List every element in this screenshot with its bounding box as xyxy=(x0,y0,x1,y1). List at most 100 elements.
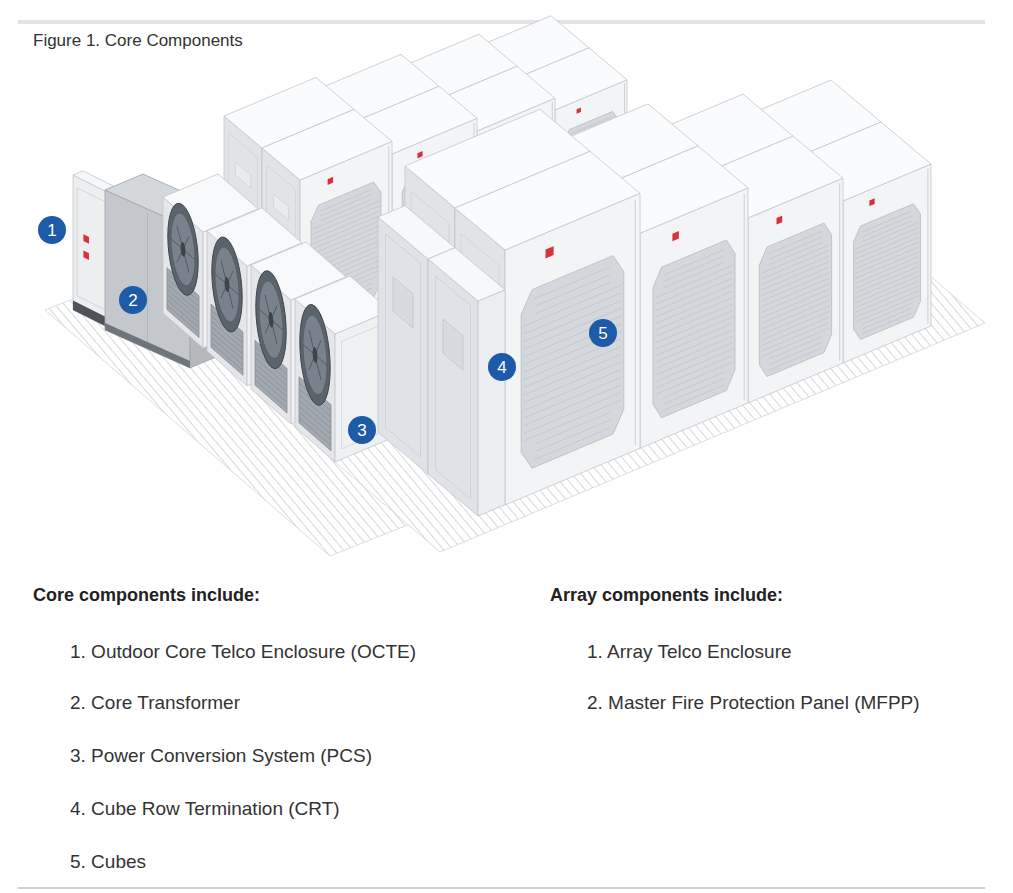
grille-slat xyxy=(664,262,724,287)
grille-slat xyxy=(769,237,822,259)
pcs-fan-hub xyxy=(313,345,318,365)
pcs-fan xyxy=(259,272,283,367)
grille-slat xyxy=(655,278,733,311)
pcs-unit-front-detail xyxy=(342,324,384,449)
row-termination-cabinet-top xyxy=(378,206,455,259)
grille-slat xyxy=(524,377,621,418)
grille-slat xyxy=(761,250,829,279)
enclosure-light xyxy=(83,250,89,260)
grille-slat xyxy=(855,257,918,284)
row-termination-cabinet-top xyxy=(428,248,505,301)
grille-slat xyxy=(761,295,829,324)
row-termination-cabinet-side xyxy=(428,259,478,516)
grille-slat xyxy=(769,337,822,359)
cube-enclosure-top xyxy=(262,109,392,180)
grille-slat xyxy=(855,228,918,255)
pcs-grille-slat xyxy=(256,375,286,402)
grille-slat xyxy=(535,428,611,460)
cube-enclosure-top xyxy=(455,151,640,250)
pcs-fan-hub xyxy=(181,240,186,258)
status-light xyxy=(777,216,783,225)
row-termination-cabinet-side-detail xyxy=(386,234,421,457)
callout-label: 5 xyxy=(598,325,607,342)
callout-number: 4 xyxy=(488,353,516,381)
cube-grille xyxy=(521,251,624,473)
grille-slat xyxy=(524,308,621,349)
callout-number: 1 xyxy=(38,216,66,244)
list-item: 2. Master Fire Protection Panel (MFPP) xyxy=(587,692,920,714)
pcs-grille-slat xyxy=(300,413,330,440)
status-light xyxy=(546,246,554,258)
pcs-grille-slat xyxy=(212,338,242,365)
transformer-seam xyxy=(147,213,148,342)
status-light xyxy=(577,107,581,113)
row-termination-cabinet-side-detail xyxy=(436,276,471,499)
grille-slat xyxy=(320,194,372,216)
grille-slat xyxy=(524,392,621,433)
pcs-grille-slat xyxy=(168,295,198,322)
pcs-grille-slat xyxy=(256,381,286,408)
side-rail xyxy=(635,200,636,445)
cabinet-door xyxy=(386,234,421,457)
grille-slat xyxy=(855,271,918,298)
side-vent xyxy=(235,162,250,188)
grille-slat xyxy=(855,296,918,323)
grille-slat xyxy=(524,400,621,441)
grille-slat xyxy=(655,343,733,376)
list-item: 4. Cube Row Termination (CRT) xyxy=(70,798,340,820)
grille-slat xyxy=(855,286,918,313)
grille-slat xyxy=(524,385,621,426)
list-item: 3. Power Conversion System (PCS) xyxy=(70,745,372,767)
list-item: 1. Outdoor Core Telco Enclosure (OCTE) xyxy=(70,641,416,663)
status-light xyxy=(328,177,334,185)
grille-slat xyxy=(761,261,829,290)
cube-grille xyxy=(854,201,921,342)
cube-enclosure-front xyxy=(640,188,748,448)
callout-label: 2 xyxy=(128,292,137,309)
grille-slat xyxy=(655,285,733,318)
grille-slat xyxy=(855,223,918,250)
grille-slat xyxy=(524,370,621,411)
grille-slat xyxy=(664,379,724,404)
pcs-grille-slat xyxy=(300,407,330,434)
grille-slat xyxy=(524,354,621,395)
grille-slat xyxy=(655,336,733,369)
grille-slat xyxy=(664,250,724,275)
pcs-grille-slat xyxy=(212,343,242,370)
grille-slat xyxy=(655,317,733,350)
cube-enclosure-front-detail xyxy=(854,169,928,356)
grille-slat xyxy=(769,342,822,364)
cabinet-door xyxy=(436,276,471,499)
grille-slat xyxy=(855,266,918,293)
list-item: 1. Array Telco Enclosure xyxy=(587,641,792,663)
pcs-unit-side-detail xyxy=(299,292,331,451)
callout-number: 2 xyxy=(119,286,147,314)
pcs-grille-slat xyxy=(256,364,286,391)
pcs-unit-side-detail xyxy=(211,225,243,375)
list-item: 2. Core Transformer xyxy=(70,692,240,714)
grille-slat xyxy=(855,252,918,279)
grille-slat xyxy=(655,323,733,356)
grille-slat xyxy=(761,311,829,340)
grille-slat xyxy=(320,199,372,221)
grille-slat xyxy=(855,247,918,274)
callout-number: 5 xyxy=(589,319,617,347)
pcs-fan-ring xyxy=(300,293,330,417)
grille-slat xyxy=(535,420,611,452)
cabinet-vent xyxy=(443,319,463,370)
status-light xyxy=(869,198,874,206)
grille-slat xyxy=(655,304,733,337)
pcs-fan-ring xyxy=(168,192,198,307)
grille-slat xyxy=(761,328,829,357)
cube-enclosure-front-detail xyxy=(759,183,839,394)
side-rail xyxy=(744,194,745,400)
callout-label: 4 xyxy=(497,359,506,376)
row-termination-cabinet xyxy=(428,248,505,516)
grille-slat xyxy=(664,256,724,281)
pcs-fan-hub xyxy=(225,275,230,294)
pcs-grille-slat xyxy=(212,332,242,359)
grille-slat xyxy=(761,284,829,313)
grille-slat xyxy=(769,242,822,264)
row-termination-cabinet-side xyxy=(378,217,428,474)
